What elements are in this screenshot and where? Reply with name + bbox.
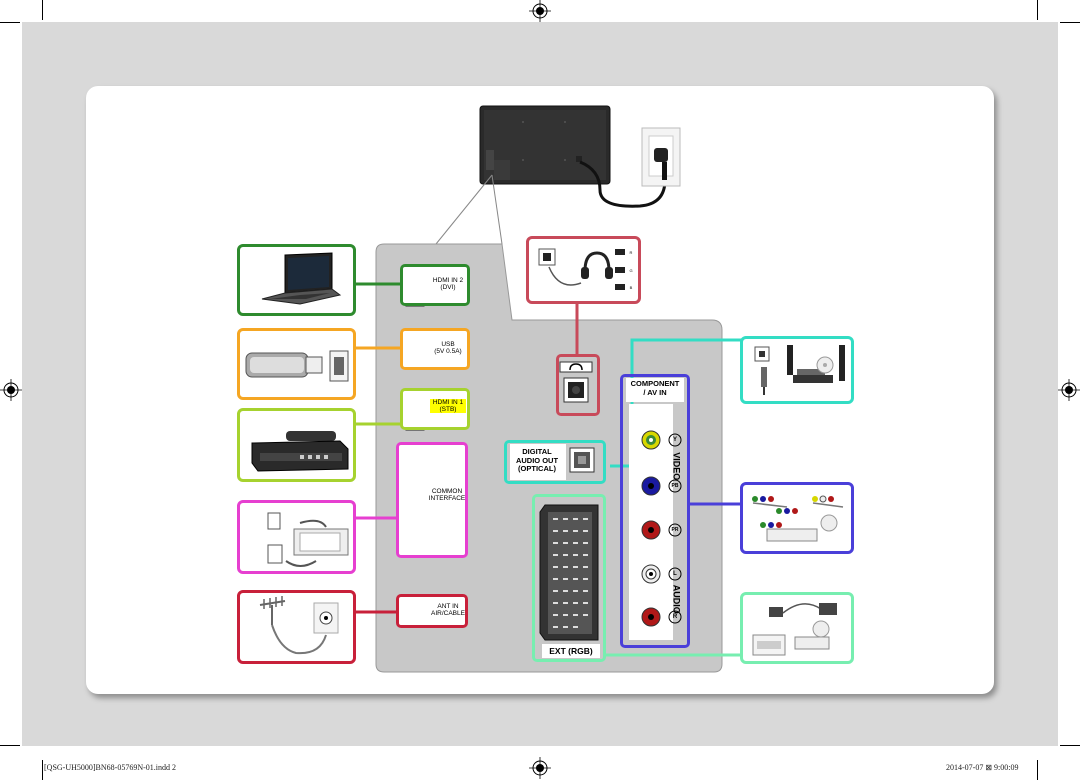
hdmi2-label: HDMI IN 2 (DVI) xyxy=(428,277,468,291)
l-mark: L xyxy=(673,571,677,577)
component-label-bg xyxy=(626,378,684,402)
ext-rgb-port[interactable] xyxy=(532,494,606,662)
headphone-jack-icon xyxy=(559,361,593,403)
audio-r-jack-icon xyxy=(641,607,661,627)
home-theater-device-frame xyxy=(740,336,854,404)
headphone-mark: G xyxy=(629,268,633,273)
hdmi-in-2-port[interactable] xyxy=(400,264,470,306)
crop-mark xyxy=(1060,22,1080,23)
laptop-device-frame xyxy=(237,244,356,316)
power-outlet-icon xyxy=(641,127,681,187)
headphone-jack-port[interactable] xyxy=(556,354,600,416)
component-jacks xyxy=(629,404,682,640)
hdmi1-label-line1: HDMI IN 1 xyxy=(432,399,464,406)
set-top-box-icon xyxy=(251,431,349,472)
crop-mark xyxy=(42,760,43,780)
digital-label-bg xyxy=(510,444,566,480)
component-av-in-port[interactable] xyxy=(620,374,690,648)
crop-mark xyxy=(0,22,20,23)
digital-label-line2: AUDIO OUT xyxy=(515,455,559,465)
component-label-line2: / AV IN xyxy=(643,387,667,397)
ext-label-bg xyxy=(542,644,600,658)
pb-jack-icon xyxy=(641,476,661,496)
registration-mark-icon xyxy=(529,757,551,779)
ant-label-line2: AIR/CABLE xyxy=(431,610,465,617)
digital-label: DIGITAL AUDIO OUT (OPTICAL) xyxy=(508,447,566,474)
digital-label-line3: (OPTICAL) xyxy=(518,464,556,473)
laptop-icon xyxy=(261,252,342,305)
usb-label-line1: USB xyxy=(441,341,455,348)
headphone-device-frame: R G B xyxy=(526,236,641,304)
video-jack-icon xyxy=(641,430,661,450)
headphones-icon xyxy=(538,248,625,290)
digital-audio-out-port[interactable] xyxy=(504,440,606,484)
headphone-mark: R xyxy=(629,250,633,255)
crop-mark xyxy=(1060,745,1080,746)
ci-card-device-frame xyxy=(237,500,356,574)
headphone-mark: B xyxy=(629,285,633,290)
component-cable-icon xyxy=(752,495,844,542)
r-mark: R xyxy=(672,614,678,620)
registration-mark-icon xyxy=(529,0,551,22)
footer-file-name: [QSG-UH5000]BN68-05769N-01.indd 2 xyxy=(44,763,176,772)
ci-label: COMMON INTERFACE xyxy=(428,488,466,502)
y-mark: Y xyxy=(672,437,677,443)
footer-timestamp: 2014-07-07 ⊠ 9:00:09 xyxy=(946,763,1019,772)
registration-mark-icon xyxy=(1058,379,1080,401)
hdmi2-label-line2: (DVI) xyxy=(440,284,456,291)
ant-label-line1: ANT IN xyxy=(437,603,459,610)
set-top-box-device-frame xyxy=(237,408,356,482)
ant-in-port[interactable] xyxy=(396,594,468,628)
digital-label-line1: DIGITAL xyxy=(522,447,552,456)
pr-jack-icon xyxy=(641,520,661,540)
crop-mark xyxy=(42,0,43,20)
usb-device-frame xyxy=(237,328,356,400)
ci-label-line1: COMMON xyxy=(431,488,463,495)
scart-cable-icon xyxy=(752,603,837,656)
antenna-icon xyxy=(259,596,339,655)
audio-l-jack-icon xyxy=(641,564,661,584)
ext-label: EXT (RGB) xyxy=(549,646,593,656)
scart-port-icon xyxy=(539,504,599,641)
ci-label-line2: INTERFACE xyxy=(428,495,466,502)
usb-label-line2: (5V 0.5A) xyxy=(434,348,462,355)
crop-mark xyxy=(1037,760,1038,780)
common-interface-slot[interactable] xyxy=(396,442,468,558)
ant-label: ANT IN AIR/CABLE xyxy=(430,603,466,617)
hdmi1-label-line2: (STB) xyxy=(439,406,457,413)
pb-mark: PB xyxy=(671,483,679,489)
home-theater-icon xyxy=(754,345,845,395)
crop-mark xyxy=(1037,0,1038,20)
ci-card-insert-icon xyxy=(267,512,349,567)
usb-stick-icon xyxy=(245,350,349,382)
optical-port-icon xyxy=(569,447,595,473)
usb-label: USB (5V 0.5A) xyxy=(428,341,468,355)
scart-device-frame xyxy=(740,592,854,664)
usb-port[interactable] xyxy=(400,328,470,370)
crop-mark xyxy=(0,745,20,746)
antenna-device-frame xyxy=(237,590,356,664)
hdmi2-label-line1: HDMI IN 2 xyxy=(432,277,464,284)
registration-mark-icon xyxy=(0,379,22,401)
hdmi1-label: HDMI IN 1 (STB) xyxy=(430,399,466,413)
pr-mark: PR xyxy=(671,527,679,533)
component-device-frame xyxy=(740,482,854,554)
component-label-line1: COMPONENT xyxy=(630,379,680,388)
component-label: COMPONENT / AV IN xyxy=(624,379,686,397)
tv-back-icon xyxy=(479,105,611,185)
